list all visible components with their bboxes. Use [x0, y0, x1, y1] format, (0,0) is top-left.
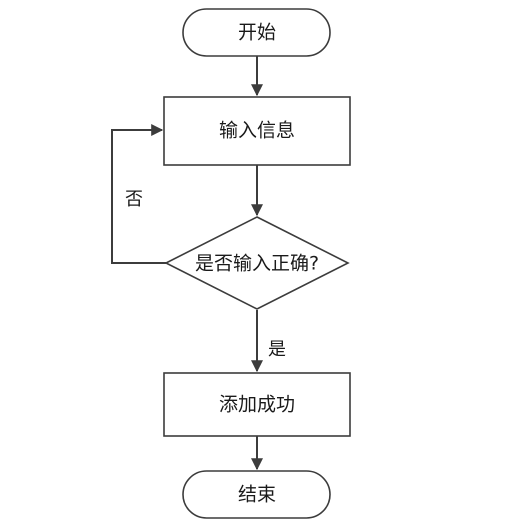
start-node-label: 开始	[238, 22, 276, 44]
edge-label-yes: 是	[268, 339, 286, 360]
input-info-node: 输入信息	[163, 96, 351, 166]
decision-label: 是否输入正确?	[195, 253, 319, 275]
edge-label-no: 否	[125, 189, 143, 210]
add-success-label: 添加成功	[219, 394, 295, 416]
end-node-label: 结束	[238, 484, 276, 506]
edge-decision-no-loop	[111, 124, 166, 264]
start-node: 开始	[182, 8, 331, 57]
decision-node: 是否输入正确?	[164, 216, 350, 310]
input-info-label: 输入信息	[219, 120, 295, 142]
add-success-node: 添加成功	[163, 372, 351, 437]
end-node: 结束	[182, 470, 331, 519]
